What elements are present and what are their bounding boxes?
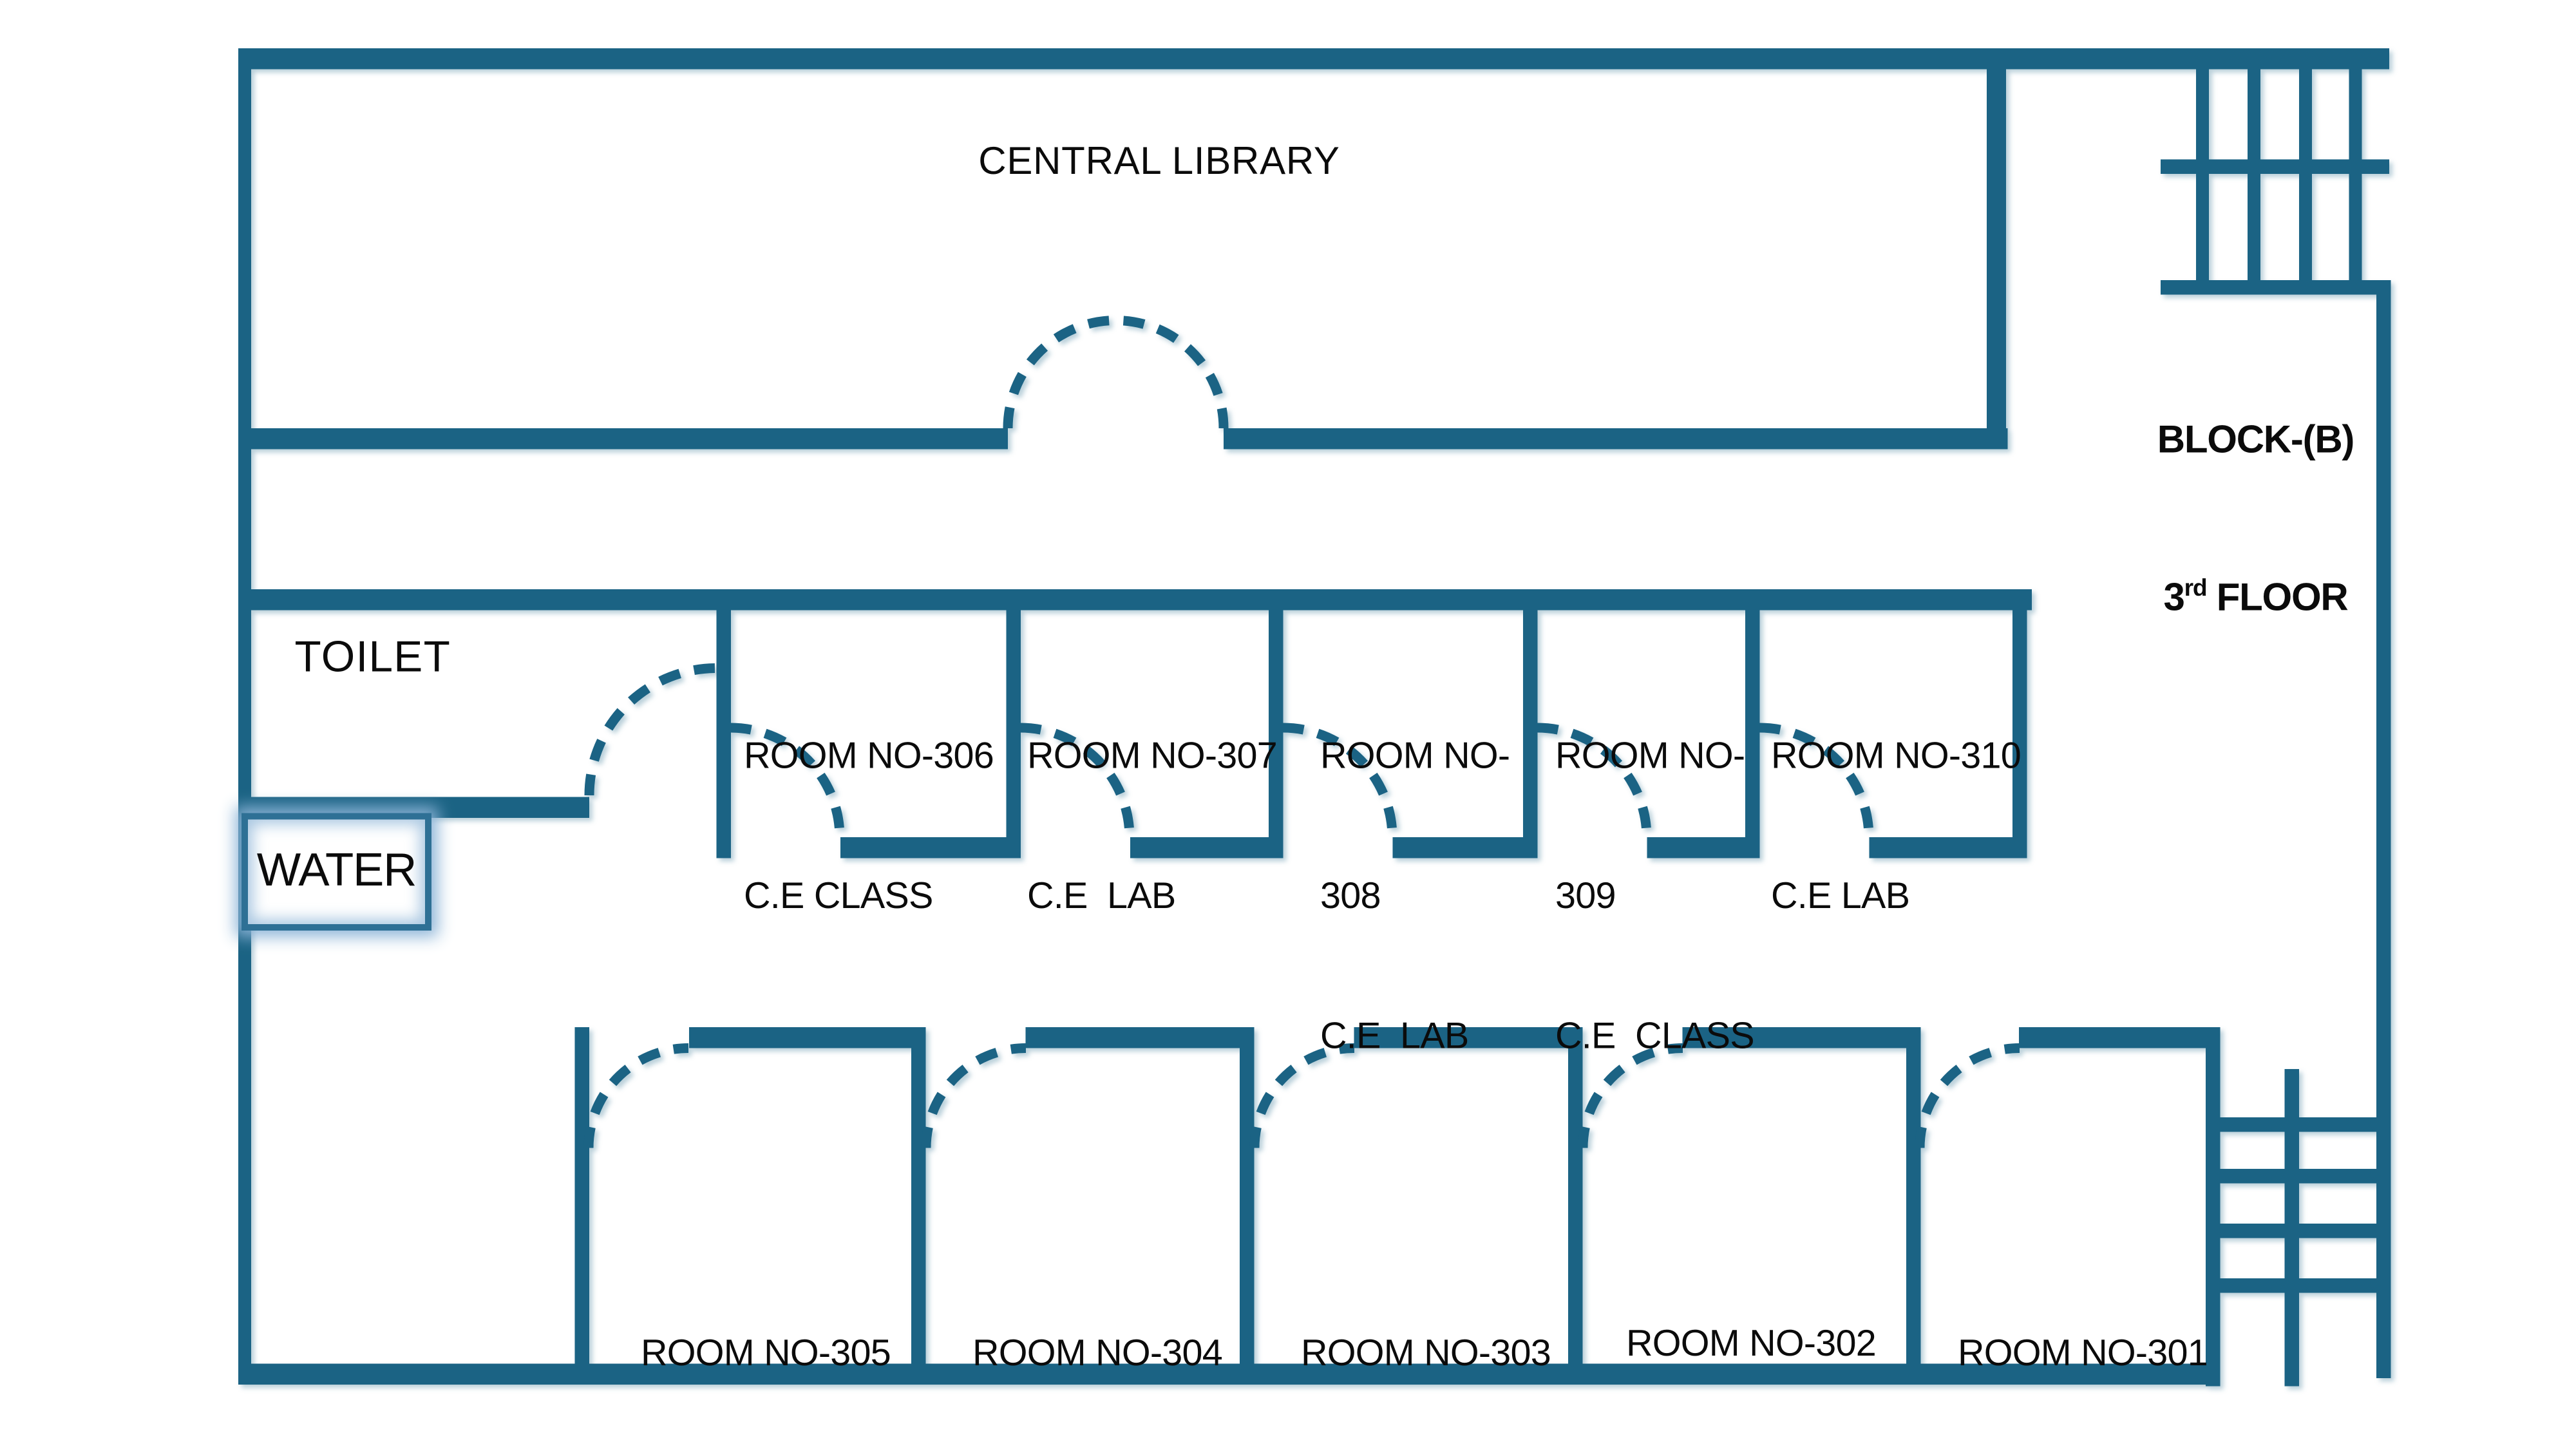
- wall-307-bottom: [1130, 837, 1283, 858]
- wall-divider-303-302: [1568, 1027, 1583, 1385]
- door-arc-room-303: [1249, 1043, 1355, 1148]
- wall-group: [238, 48, 2391, 1387]
- wall-303-top: [1354, 1027, 1583, 1048]
- wall-middle-top: [238, 589, 2032, 611]
- wall-divider-304-303: [1240, 1027, 1255, 1385]
- wall-310-bottom: [1869, 837, 2027, 858]
- block-title: BLOCK-(B) 3rd FLOOR: [2117, 316, 2394, 723]
- room-304-label: ROOM NO-304 C.E CLASS: [972, 1331, 1223, 1374]
- stairs-bottom-left-post: [2206, 1027, 2221, 1387]
- door-arc-room-305: [583, 1043, 689, 1148]
- wall-toilet-right: [716, 610, 731, 858]
- room-306-label: ROOM NO-306 C.E CLASS: [744, 734, 994, 916]
- wall-library-right: [1987, 69, 2006, 450]
- room-305-label: ROOM NO-305 C.E CLASS: [641, 1331, 891, 1374]
- wall-library-bottom-left: [238, 428, 1008, 450]
- stairs-bottom-rail-1: [2209, 1117, 2385, 1132]
- stairs-top-bar-1: [2196, 69, 2209, 295]
- wall-divider-309-310: [1745, 610, 1760, 858]
- room-303-label: ROOM NO-303 C.E CLASS: [1301, 1331, 1551, 1374]
- room-310-label: ROOM NO-310 C.E LAB: [1771, 734, 2022, 916]
- door-arc-group: [583, 316, 2020, 1148]
- wall-right: [2376, 280, 2391, 1378]
- room-301-label: ROOM NO-301 C.E CLASS: [1958, 1331, 2208, 1374]
- wall-divider-307-308: [1269, 610, 1283, 858]
- door-arc-room-304: [921, 1043, 1027, 1148]
- room-308-label: ROOM NO- 308 C.E LAB: [1320, 734, 1510, 1056]
- wall-304-top: [1025, 1027, 1255, 1048]
- door-arc-room-301: [1915, 1043, 2020, 1148]
- door-arc-room-306: [730, 723, 845, 838]
- door-arc-room-308: [1282, 723, 1397, 838]
- toilet-label: TOILET: [294, 632, 451, 681]
- wall-library-bottom-right: [1224, 428, 2008, 450]
- wall-305-top: [689, 1027, 926, 1048]
- wall-301-top: [2019, 1027, 2221, 1048]
- stairs-bottom-rail-2: [2209, 1169, 2385, 1184]
- room-309-label: ROOM NO- 309 C.E CLASS: [1555, 734, 1755, 1056]
- door-arc-library: [1003, 316, 1229, 429]
- stairs-bottom-rail-4: [2209, 1278, 2385, 1293]
- wall-divider-305-304: [911, 1027, 926, 1385]
- stairs-top-mid-rail: [2161, 159, 2389, 174]
- wall-306-bottom: [840, 837, 1021, 858]
- stairs-top-bottom-rail: [2161, 280, 2389, 295]
- stairs-top-bar-4: [2349, 69, 2362, 295]
- wall-308-bottom: [1392, 837, 1538, 858]
- wall-divider-306-307: [1006, 610, 1021, 858]
- door-arc-room-309: [1537, 723, 1652, 838]
- door-arc-room-310: [1759, 723, 1874, 838]
- door-arc-room-302: [1578, 1043, 1683, 1148]
- wall-top: [238, 48, 2389, 70]
- block-title-line2: 3rd FLOOR: [2163, 576, 2348, 620]
- wall-left: [238, 48, 251, 1385]
- door-arc-toilet: [584, 663, 717, 796]
- stairs-bottom-rail-3: [2209, 1224, 2385, 1238]
- central-library-label: CENTRAL LIBRARY: [978, 140, 1340, 184]
- wall-divider-308-309: [1523, 610, 1538, 858]
- stairs-top-bar-2: [2248, 69, 2260, 295]
- wall-309-bottom: [1647, 837, 1760, 858]
- stairs-top-bar-3: [2299, 69, 2312, 295]
- room-302-label: ROOM NO-302 C.E HOD & FACULTY OFFICE: [1626, 1321, 1877, 1364]
- water-box: WATER: [242, 813, 431, 931]
- block-title-line1: BLOCK-(B): [2157, 419, 2355, 462]
- room-307-label: ROOM NO-307 C.E LAB: [1027, 734, 1278, 916]
- wall-bottom: [238, 1363, 2221, 1385]
- water-label: WATER: [256, 845, 417, 897]
- wall-302-top: [1682, 1027, 1919, 1048]
- door-arc-room-307: [1019, 723, 1135, 838]
- wall-305-left: [574, 1027, 589, 1385]
- wall-310-right: [2012, 610, 2027, 858]
- wall-divider-302-301: [1906, 1027, 1921, 1385]
